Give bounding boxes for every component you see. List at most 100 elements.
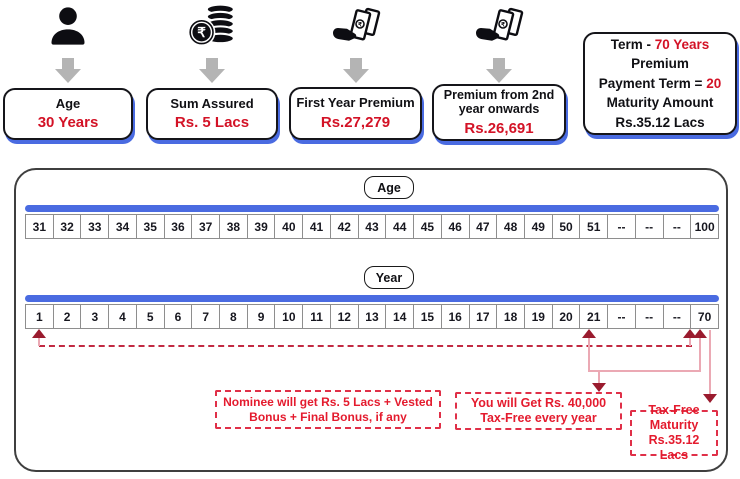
coins-icon: ₹ [187, 3, 235, 46]
sum-assured-value: Rs. 5 Lacs [174, 114, 250, 132]
age-cell: 47 [468, 214, 498, 239]
down-arrow-icon [343, 58, 369, 83]
arrow-year-21-icon [582, 329, 596, 338]
year-cell: 12 [329, 304, 359, 329]
year-cell: 13 [357, 304, 387, 329]
age-cell: 33 [80, 214, 110, 239]
year-cell: 3 [80, 304, 110, 329]
renewal-premium-box: Premium from 2nd year onwards Rs.26,691 [432, 84, 566, 141]
nominee-benefit-note: Nominee will get Rs. 5 Lacs + Vested Bon… [215, 390, 441, 429]
age-cell: 35 [135, 214, 165, 239]
year-cell: 18 [496, 304, 525, 329]
arrow-year-1-stem [38, 338, 40, 346]
first-year-premium-label: First Year Premium [296, 95, 415, 111]
year-cell: 8 [219, 304, 248, 329]
year-cell: -- [662, 304, 692, 329]
arrow-year-1-icon [32, 329, 46, 338]
payout-drop-arrow-icon [592, 383, 606, 392]
year-cell: -- [607, 304, 636, 329]
down-arrow-icon [55, 58, 81, 83]
tax-free-yearly-note: You will Get Rs. 40,000 Tax-Free every y… [455, 392, 622, 430]
age-label: Age [55, 95, 81, 111]
arrow-year-21-stem [588, 338, 590, 371]
age-bar [25, 205, 719, 212]
year-row-title: Year [364, 266, 414, 289]
year-cell: 7 [191, 304, 221, 329]
year-cell: 70 [690, 304, 719, 329]
age-cell: 41 [302, 214, 331, 239]
age-cell: -- [634, 214, 664, 239]
year-cell: 15 [413, 304, 442, 329]
maturity-drop-stem [709, 330, 711, 396]
age-cell: 43 [357, 214, 387, 239]
age-cell: 48 [496, 214, 525, 239]
arrow-line-end-icon [683, 329, 697, 338]
age-cell: 32 [52, 214, 82, 239]
age-box: Age 30 Years [3, 88, 133, 140]
age-cell: 39 [246, 214, 276, 239]
age-cell: 37 [191, 214, 221, 239]
age-cell: 36 [163, 214, 193, 239]
payout-bracket [588, 370, 701, 372]
money-hand-icon: ₹ [333, 7, 381, 41]
svg-text:₹: ₹ [501, 22, 505, 29]
age-cell: 40 [274, 214, 304, 239]
sum-assured-label: Sum Assured [170, 95, 254, 111]
year-cell: 14 [385, 304, 415, 329]
age-cell: 38 [219, 214, 248, 239]
maturity-amount-label: Maturity Amount [606, 95, 714, 111]
premium-word: Premium [631, 56, 689, 72]
age-cell: 51 [579, 214, 609, 239]
payment-term-line: Payment Term = 20 [598, 75, 722, 91]
first-year-premium-box: First Year Premium Rs.27,279 [289, 87, 422, 140]
year-cell: 20 [551, 304, 581, 329]
maturity-drop-arrow-icon [703, 394, 717, 403]
term-summary-box: Term - 70 Years Premium Payment Term = 2… [583, 32, 737, 135]
age-value: 30 Years [37, 114, 99, 132]
age-cell: 49 [523, 214, 553, 239]
sum-assured-box: Sum Assured Rs. 5 Lacs [146, 88, 278, 140]
age-cell: 46 [440, 214, 470, 239]
year-cell: 19 [523, 304, 553, 329]
age-cell: 42 [329, 214, 359, 239]
age-cell: 50 [551, 214, 581, 239]
year-cell: 5 [135, 304, 165, 329]
death-benefit-line [39, 345, 692, 347]
year-cell: 11 [302, 304, 331, 329]
arrow-year-70-stem [699, 338, 701, 371]
year-bar [25, 295, 719, 302]
age-row-title: Age [364, 176, 414, 199]
down-arrow-icon [199, 58, 225, 83]
arrow-line-end-stem [689, 338, 691, 346]
year-cell: 4 [108, 304, 137, 329]
svg-text:₹: ₹ [358, 22, 362, 29]
year-cell: 2 [52, 304, 82, 329]
svg-text:₹: ₹ [197, 25, 206, 40]
age-cell: 44 [385, 214, 415, 239]
age-cell: -- [662, 214, 692, 239]
year-cell: 6 [163, 304, 193, 329]
first-year-premium-value: Rs.27,279 [320, 113, 391, 131]
renewal-premium-value: Rs.26,691 [464, 119, 534, 137]
payout-drop-stem [598, 370, 600, 384]
person-icon [51, 7, 85, 45]
money-hand-icon: ₹ [476, 7, 524, 41]
year-cell: 21 [579, 304, 609, 329]
down-arrow-icon [486, 58, 512, 83]
age-cell: -- [607, 214, 636, 239]
maturity-amount-value: Rs.35.12 Lacs [615, 114, 705, 130]
renewal-premium-label: Premium from 2nd year onwards [443, 87, 555, 117]
year-cell: 9 [246, 304, 276, 329]
year-cell: 16 [440, 304, 470, 329]
age-cell: 31 [25, 214, 54, 239]
year-cell: 17 [468, 304, 498, 329]
age-cell: 34 [108, 214, 137, 239]
year-cell: 1 [25, 304, 54, 329]
year-cell: 10 [274, 304, 304, 329]
arrow-year-70-icon [693, 329, 707, 338]
tax-free-maturity-note: Tax-Free Maturity Rs.35.12 Lacs [630, 403, 718, 462]
